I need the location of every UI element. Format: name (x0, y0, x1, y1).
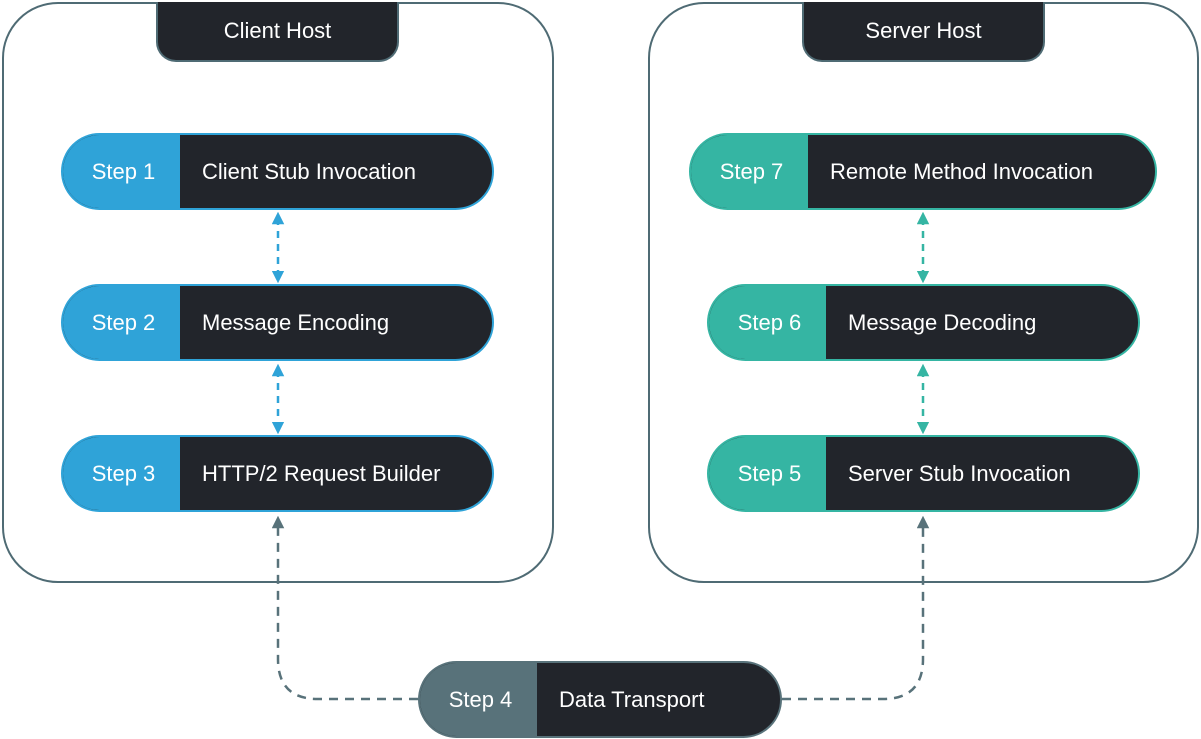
client-step-3: Step 3 HTTP/2 Request Builder (61, 435, 494, 512)
step-number: Step 5 (709, 437, 826, 510)
step-label: Remote Method Invocation (830, 158, 1093, 184)
server-step-7: Step 7 Remote Method Invocation (689, 133, 1157, 210)
client-host-title: Client Host (156, 2, 399, 62)
step-number: Step 3 (63, 437, 180, 510)
step-label: Message Decoding (848, 309, 1037, 335)
arrow-transport-to-server (782, 515, 930, 701)
client-step-1: Step 1 Client Stub Invocation (61, 133, 494, 210)
step-number: Step 2 (63, 286, 180, 359)
step-number: Step 7 (691, 135, 808, 208)
server-step-6: Step 6 Message Decoding (707, 284, 1140, 361)
step-number: Step 1 (63, 135, 180, 208)
arrow-transport-to-client (271, 515, 418, 701)
server-host-title: Server Host (802, 2, 1045, 62)
step-label: HTTP/2 Request Builder (202, 460, 441, 486)
transport-step-4: Step 4 Data Transport (418, 661, 782, 738)
client-step-2: Step 2 Message Encoding (61, 284, 494, 361)
step-number: Step 6 (709, 286, 826, 359)
step-label: Client Stub Invocation (202, 158, 417, 184)
server-step-5: Step 5 Server Stub Invocation (707, 435, 1140, 512)
step-label: Server Stub Invocation (848, 460, 1071, 486)
step-label: Data Transport (559, 686, 705, 712)
step-label: Message Encoding (202, 309, 390, 335)
step-number: Step 4 (420, 663, 537, 736)
